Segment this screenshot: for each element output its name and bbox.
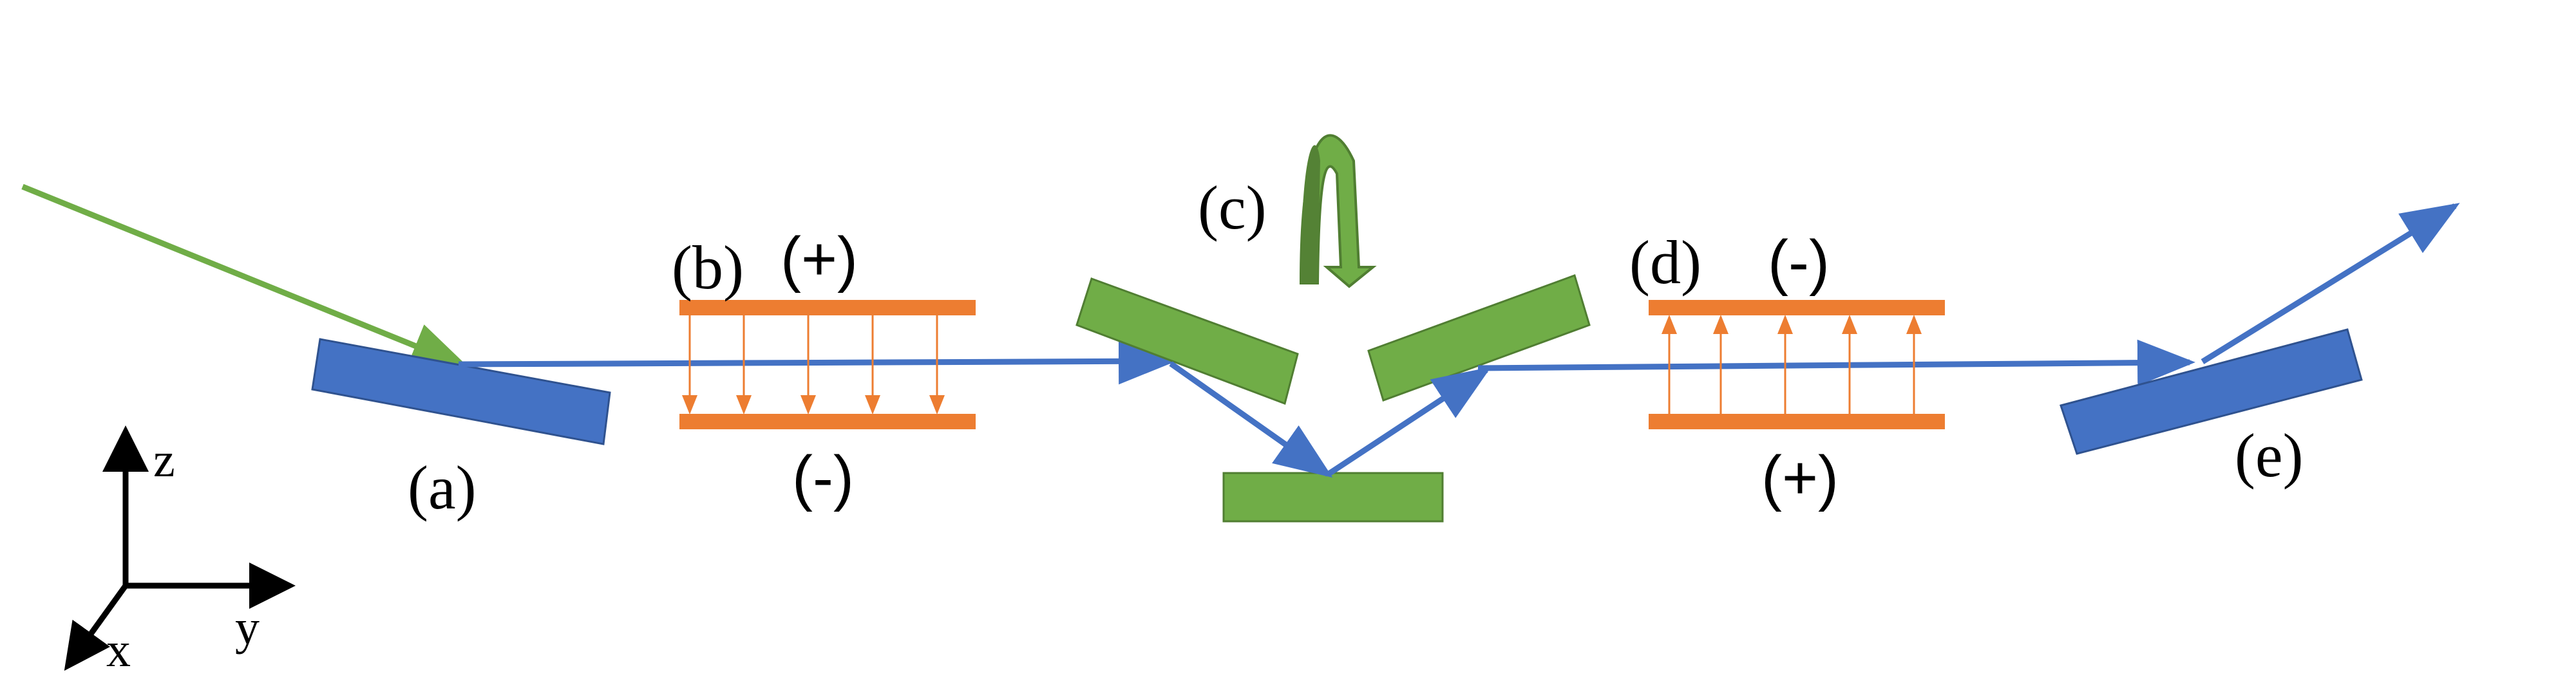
mirror-e <box>2060 328 2363 455</box>
polarity-d-top: (-) <box>1768 228 1830 297</box>
deflector-plates-b <box>679 300 976 429</box>
axis-label-z: z <box>153 433 175 487</box>
beam-c-up <box>1326 367 1492 477</box>
x-axis <box>64 584 128 671</box>
plate-d-bottom <box>1649 414 1945 429</box>
incoming-beam <box>21 183 469 369</box>
axis-label-x: x <box>106 623 131 677</box>
label-b: (b) <box>672 233 744 302</box>
plate-b-top <box>679 300 976 315</box>
beam-c-down <box>1169 361 1333 478</box>
beam-c-to-e <box>1477 339 2195 386</box>
field-arrows-b <box>682 315 945 414</box>
mirror-c-left <box>1075 277 1299 405</box>
mirror-c-right <box>1367 274 1591 402</box>
polarity-b-top: (+) <box>781 225 858 293</box>
polarity-d-bottom: (+) <box>1761 443 1839 512</box>
field-arrows-d <box>1662 315 1922 414</box>
mirror-a <box>311 338 611 445</box>
deflector-plates-d <box>1649 300 1945 429</box>
axis-label-y: y <box>235 600 260 655</box>
coordinate-axes <box>64 425 296 671</box>
outgoing-beam <box>2201 203 2460 364</box>
polarity-b-bottom: (-) <box>792 443 854 512</box>
beam-a-to-c <box>458 338 1177 385</box>
label-d: (d) <box>1629 228 1701 297</box>
label-a: (a) <box>408 453 477 522</box>
plate-b-bottom <box>679 414 976 429</box>
plate-d-top <box>1649 300 1945 315</box>
mirror-c-bottom <box>1222 472 1444 523</box>
label-c: (c) <box>1198 173 1267 242</box>
curved-rotation-arrow-icon <box>1299 134 1377 288</box>
label-e: (e) <box>2235 421 2304 490</box>
